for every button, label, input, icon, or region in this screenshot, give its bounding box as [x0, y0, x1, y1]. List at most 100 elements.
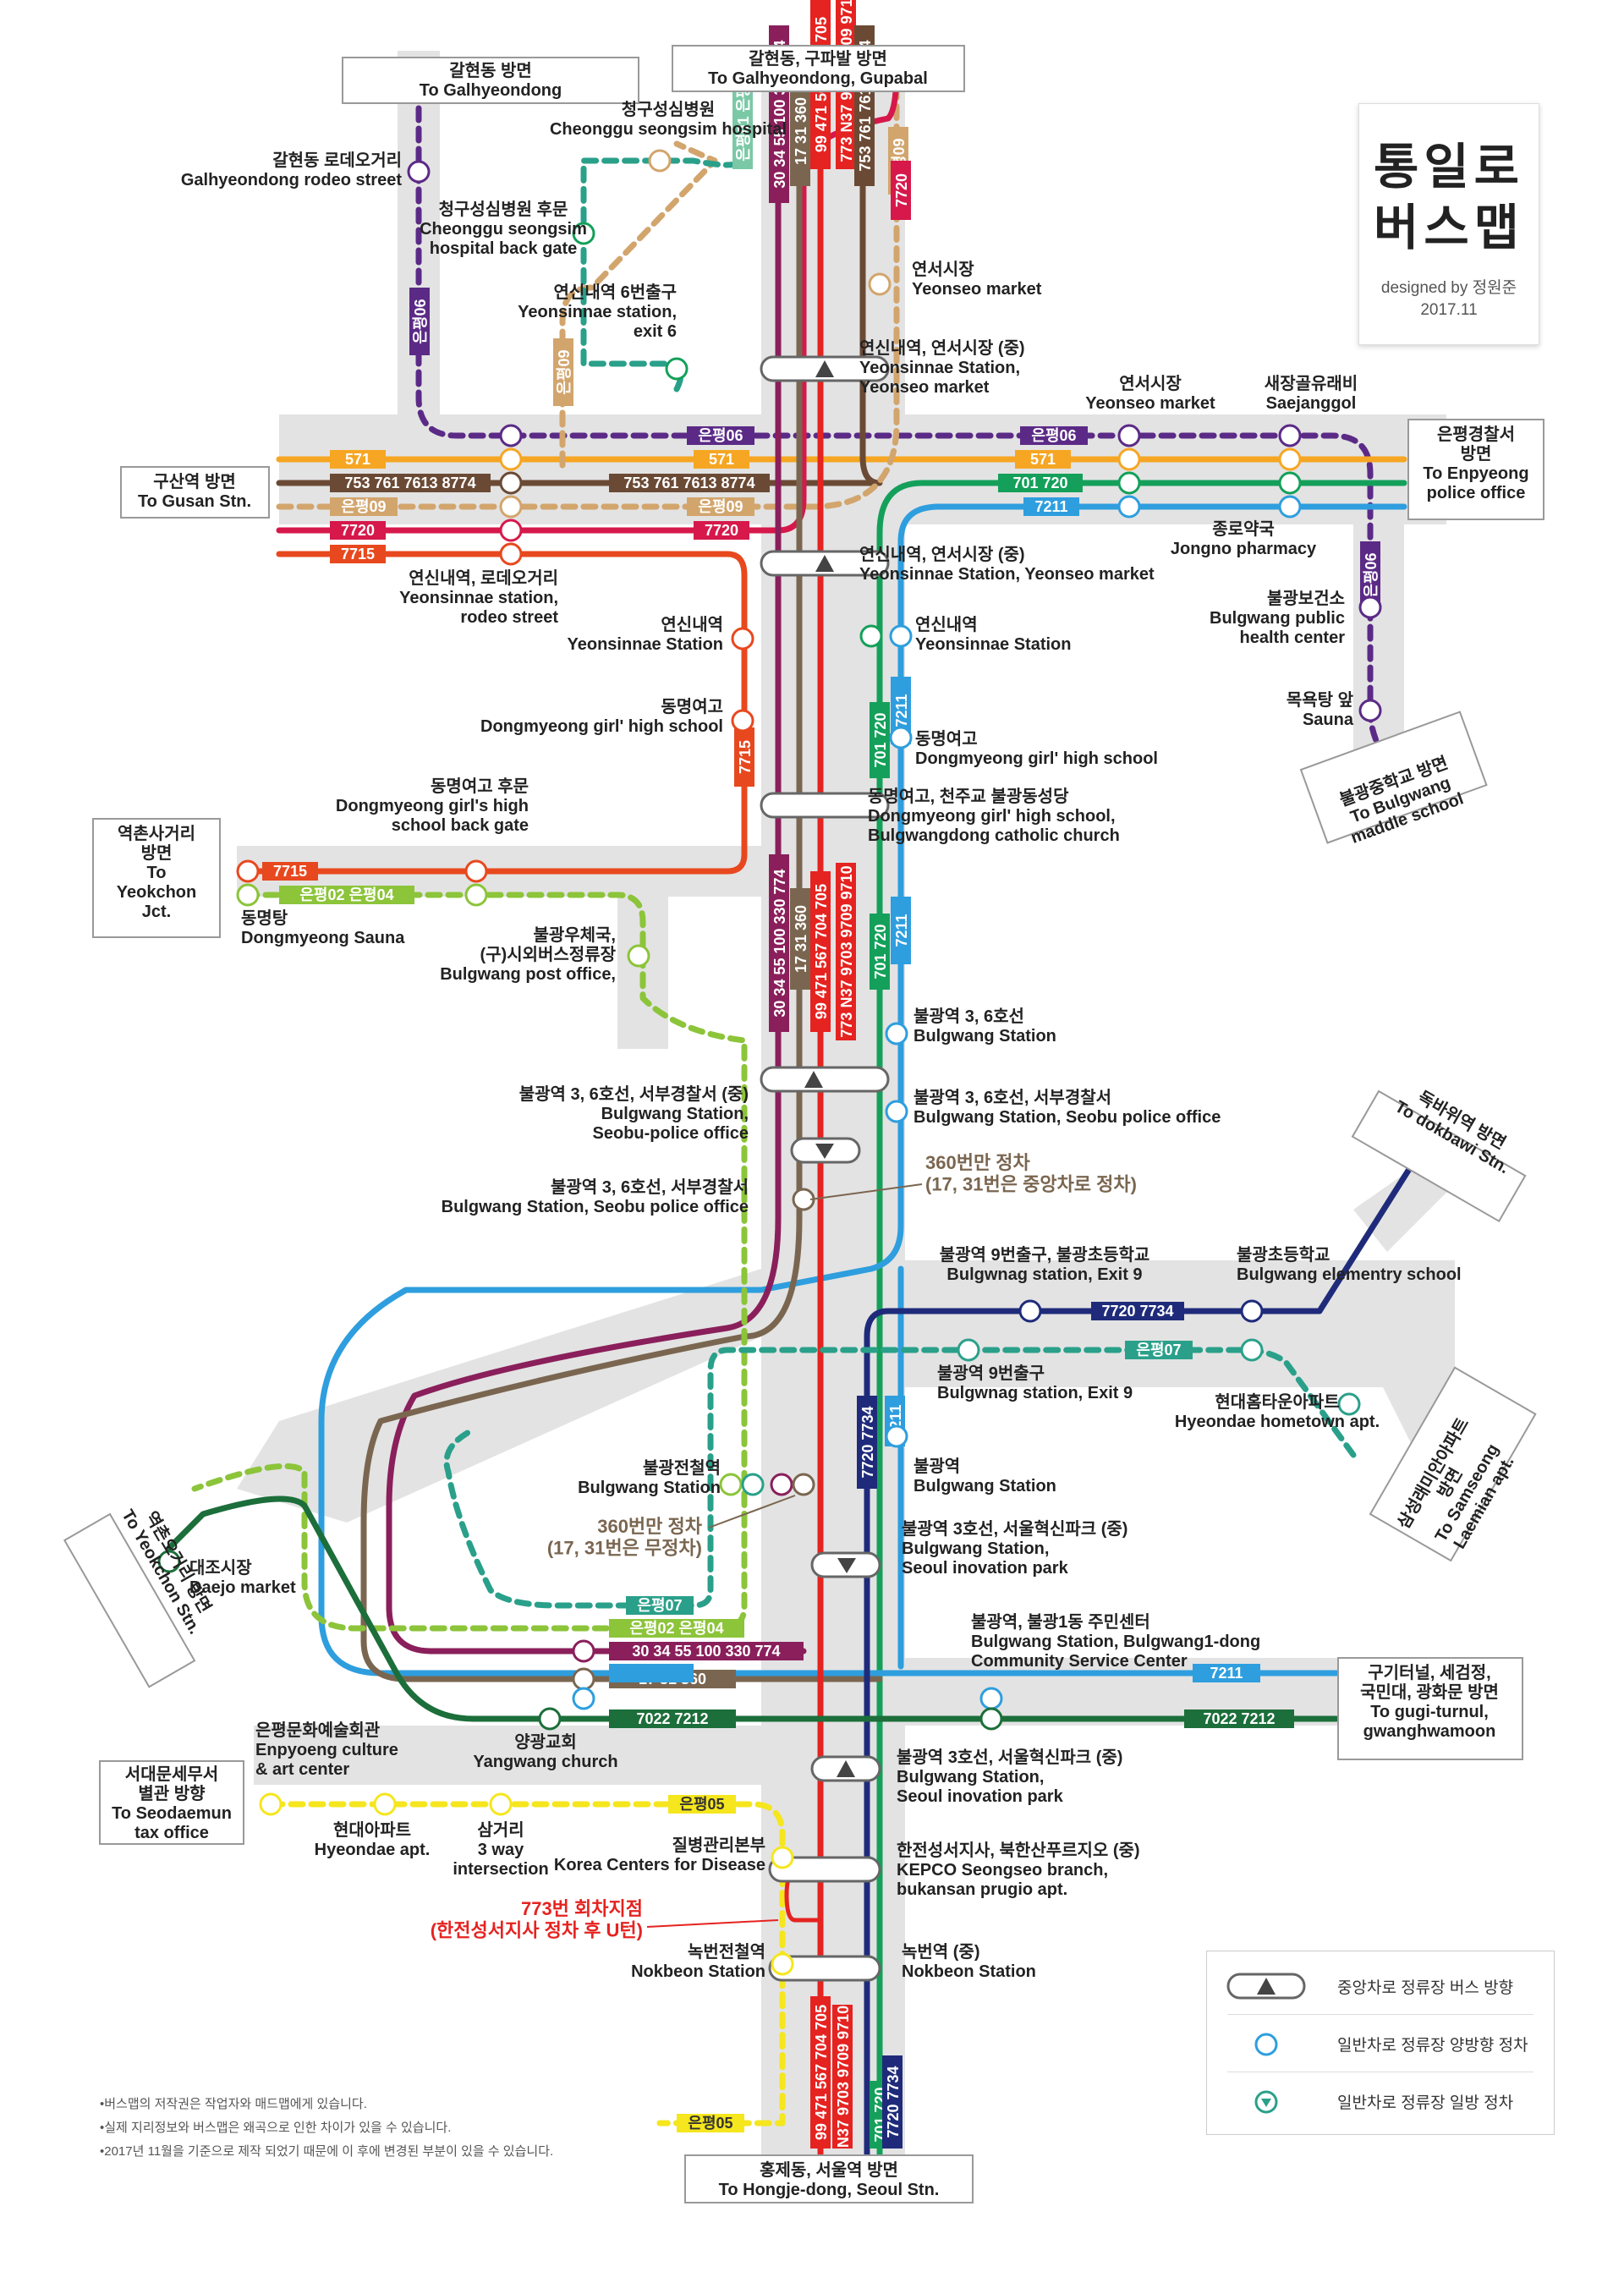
badge-30-s: 30 34 55 100 330 774 — [632, 1643, 780, 1660]
badge-753-w: 753 761 7613 8774 — [344, 475, 475, 491]
direction-boxes-rotated — [63, 711, 1537, 1688]
route-701-line — [876, 480, 1407, 2203]
stop-galhyeon-rodeo — [407, 160, 431, 184]
badge-7720-c: 7720 — [705, 522, 738, 539]
badge-7715-jct: 7715 — [273, 863, 307, 880]
label-yeonsinnae-central2: 연신내역, 연서시장 (중)Yeonsinnae Station, Yeonse… — [859, 545, 1155, 584]
direction-boxes — [92, 45, 1544, 2203]
route-badges: 571 571 571 753 761 7613 8774 753 761 76… — [262, 0, 1380, 2149]
label-kepco: 한전성서지사, 북한산푸르지오 (중)KEPCO Seongseo branch… — [897, 1841, 1140, 1899]
badge-99-v2: 99 471 567 704 705 — [813, 884, 830, 1019]
badge-7022-gugi: 7022 7212 — [1203, 1710, 1275, 1727]
badge-ep06-v: 은평06 — [412, 299, 429, 343]
badge-ep0204-s: 은평02 은평04 — [629, 1620, 723, 1637]
badge-571-c: 571 — [709, 451, 734, 468]
general-stops — [157, 149, 1382, 1976]
note-uturn-773: 773번 회차지점(한전성서지사 정차 후 U턴) — [431, 1898, 643, 1940]
title-line2: 버스맵 — [1373, 199, 1525, 256]
label-nokbeon-central: 녹번역 (중)Nokbeon Station — [902, 1942, 1036, 1981]
title-line1: 통일로 — [1373, 138, 1525, 195]
badge-701-v2: 701 720 — [872, 924, 889, 979]
central-stop-icon — [815, 360, 834, 377]
dir-box-seodaemun — [99, 1760, 244, 1845]
designed-by: designed by 정원준 — [1380, 279, 1517, 297]
footnote-2: •실제 지리정보와 버스맵은 왜곡으로 인한 차이가 있을 수 있습니다. — [100, 2121, 452, 2135]
badge-ep09-w: 은평09 — [341, 498, 386, 515]
badge-7211-gugi: 7211 — [1210, 1665, 1243, 1682]
note-only360-a: 360번만 정차(17, 31번은 중앙차로 정차) — [925, 1152, 1137, 1194]
badge-571-w: 571 — [345, 451, 370, 468]
label-yeonsinnae-central1: 연신내역, 연서시장 (중)Yeonsinnae Station,Yeonseo… — [859, 338, 1025, 397]
legend-one: 일반차로 정류장 일방 정차 — [1207, 2073, 1554, 2129]
route-ep07-line — [443, 1347, 1357, 1609]
badge-ep06-v2: 은평06 — [1363, 552, 1380, 597]
badge-ep0204-jct: 은평02 은평04 — [299, 886, 393, 903]
badge-7715-v: 7715 — [737, 740, 754, 774]
badge-ep09-v2: 은평09 — [556, 349, 573, 394]
dir-box-yeokchon-jct — [92, 818, 221, 938]
label-bulgwang-innov-central: 불광역 3호선, 서울혁신파크 (중)Bulgwang Station,Seou… — [902, 1519, 1127, 1578]
badge-701-e: 701 720 — [1012, 475, 1067, 491]
badge-ep05-s: 은평05 — [688, 2115, 732, 2132]
legend-both-label: 일반차로 정류장 양방향 정차 — [1337, 2037, 1528, 2055]
badge-ep07-e: 은평07 — [1136, 1342, 1181, 1358]
badge-701-v1: 701 720 — [872, 712, 889, 767]
badge-7720-w: 7720 — [341, 522, 375, 539]
badge-7734-v1: 7720 7734 — [859, 1406, 876, 1478]
badge-7720-v: 7720 — [893, 173, 910, 207]
label-bulgwang-seobu-central: 불광역 3, 6호선, 서부경찰서 (중)Bulgwang Station,Se… — [519, 1084, 749, 1143]
dir-box-gusan — [120, 466, 270, 519]
badge-7715-w: 7715 — [341, 546, 375, 563]
badge-7211-e: 7211 — [1034, 498, 1067, 515]
badge-ep06-e: 은평06 — [1031, 427, 1076, 444]
legend-central: 중앙차로 정류장 버스 방향 — [1207, 1958, 1554, 2014]
dir-box-enpyeong-police — [1407, 419, 1544, 520]
badge-ep06-c: 은평06 — [698, 427, 743, 444]
badge-ep07-s: 은평07 — [637, 1597, 682, 1614]
badge-99b-v2: 773 N37 9703 9709 9710 — [838, 865, 855, 1037]
route-ep06-line — [415, 64, 1391, 765]
badge-ep09-c: 은평09 — [698, 498, 743, 515]
badge-7734-v2: 7720 7734 — [885, 2066, 902, 2138]
footnote-1: •버스맵의 저작권은 작업자와 매드맵에게 있습니다. — [100, 2097, 367, 2111]
central-stops — [760, 355, 890, 1982]
badge-7211-v1: 7211 — [893, 694, 910, 727]
route-ep09-line — [276, 81, 900, 510]
badge-17-v1: 17 31 360 — [793, 97, 809, 165]
badge-7734-e: 7720 7734 — [1101, 1303, 1173, 1320]
